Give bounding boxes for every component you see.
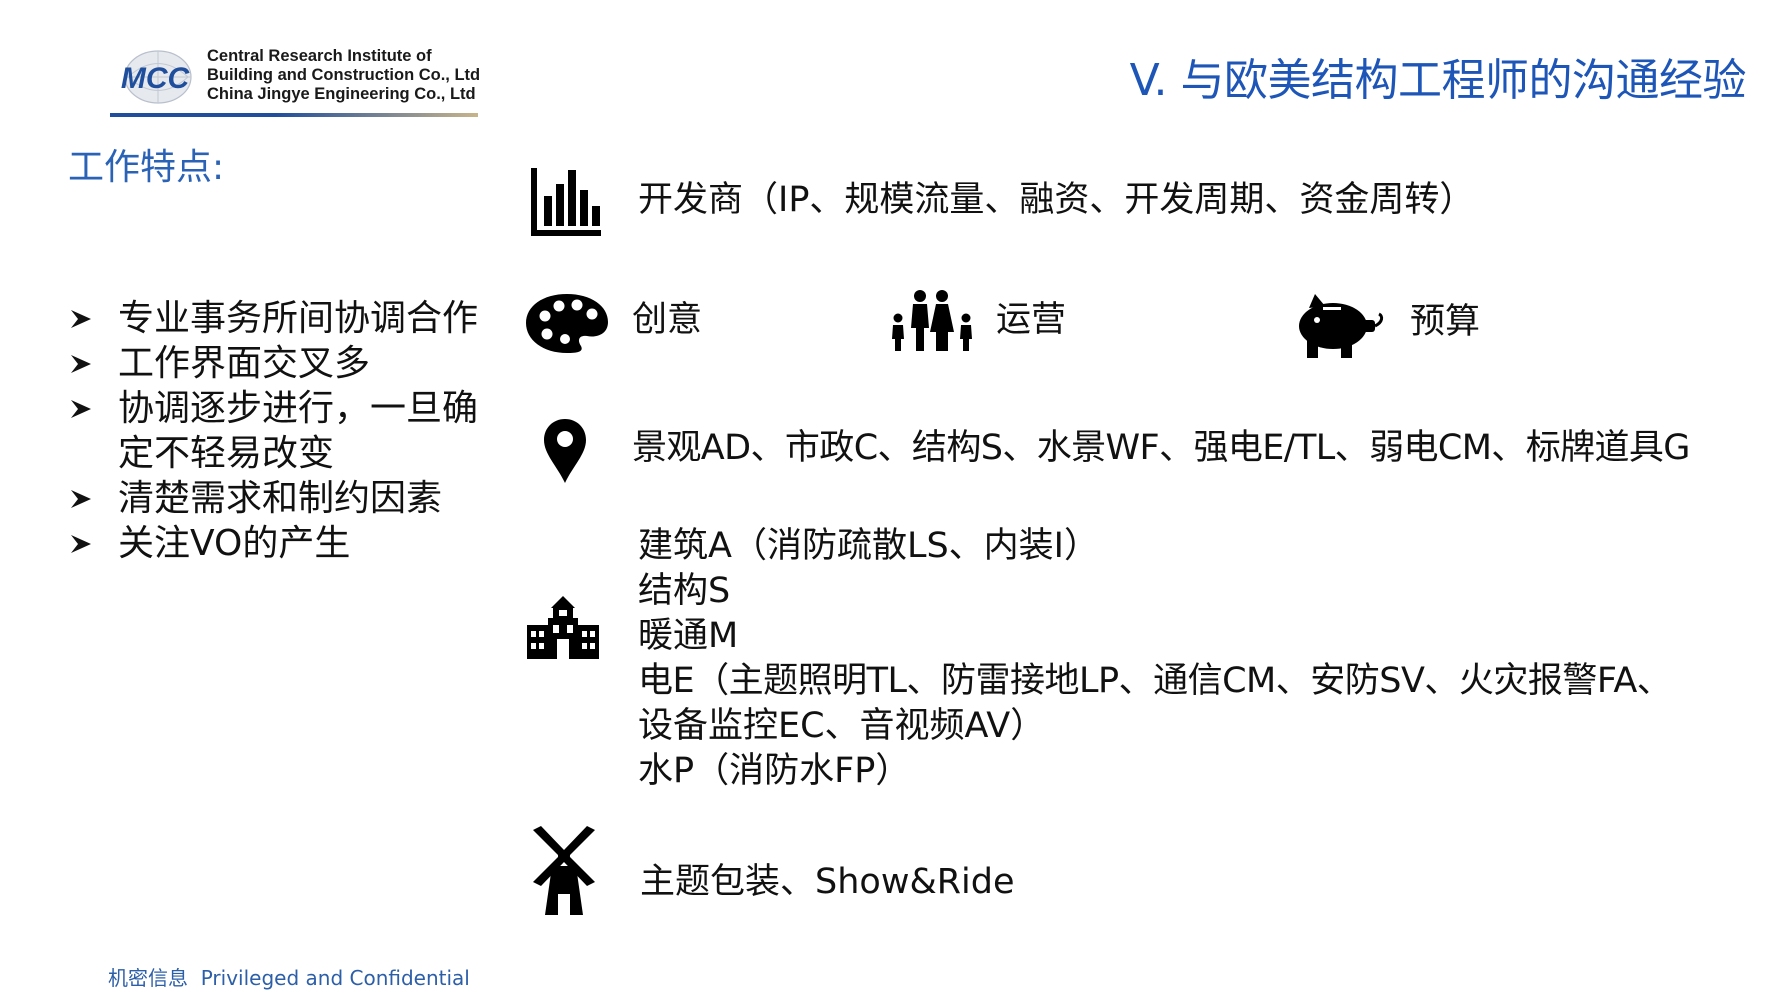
family-icon (892, 290, 972, 351)
factor-label-creative: 创意 (632, 300, 703, 340)
logo-line-3: China Jingye Engineering Co., Ltd (207, 85, 476, 103)
building-line: 暖通M (638, 616, 739, 656)
bullet-text: 工作界面交叉多 (118, 343, 371, 384)
confidential-footer: 机密信息 Privileged and Confidential (108, 962, 470, 991)
factor-label-operation: 运营 (996, 300, 1067, 340)
footer-en: Privileged and Confidential (200, 966, 470, 990)
bullet-list: 专业事务所间协调合作 工作界面交叉多 协调逐步进行，一旦确定不轻易改变 清楚需求… (68, 296, 488, 566)
palette-icon (526, 294, 608, 353)
logo-line-1: Central Research Institute of (207, 47, 432, 65)
piggy-bank-icon (1299, 294, 1384, 358)
bullet-item: 协调逐步进行，一旦确定不轻易改变 (68, 386, 488, 476)
bullet-text: 协调逐步进行，一旦确定不轻易改变 (118, 388, 479, 474)
bar-chart-icon (531, 168, 601, 236)
building-line: 结构S (638, 571, 731, 611)
header-divider (110, 113, 478, 117)
mcc-logo-icon: MCC (121, 50, 192, 104)
bullet-item: 工作界面交叉多 (68, 341, 488, 386)
arrow-bullet-icon (71, 355, 91, 373)
windmill-icon (533, 826, 595, 915)
logo-text: Central Research Institute of Building a… (207, 47, 480, 104)
slide-title: V. 与欧美结构工程师的沟通经验 (1129, 55, 1747, 106)
bullet-item: 专业事务所间协调合作 (68, 296, 488, 341)
location-pin-icon (544, 419, 586, 483)
arrow-bullet-icon (71, 310, 91, 328)
bullet-item: 清楚需求和制约因素 (68, 476, 488, 521)
bullet-item: 关注VO的产生 (68, 521, 488, 566)
arrow-bullet-icon (71, 535, 91, 553)
building-line: 设备监控EC、音视频AV） (638, 706, 1046, 746)
logo-line-2: Building and Construction Co., Ltd (207, 66, 481, 84)
footer-zh: 机密信息 (108, 966, 188, 990)
landscape-text: 景观AD、市政C、结构S、水景WF、强电E/TL、弱电CM、标牌道具G (632, 428, 1690, 468)
logo-mark-text: MCC (121, 62, 191, 95)
bullet-text: 清楚需求和制约因素 (118, 478, 443, 519)
school-building-icon (527, 596, 599, 659)
developer-text: 开发商（IP、规模流量、融资、开发周期、资金周转） (638, 180, 1475, 220)
building-line: 水P（消防水FP） (638, 751, 911, 791)
arrow-bullet-icon (71, 490, 91, 508)
section-heading: 工作特点: (68, 147, 225, 188)
bullet-text: 关注VO的产生 (118, 523, 351, 564)
theme-text: 主题包装、Show&Ride (640, 862, 1015, 902)
arrow-bullet-icon (71, 400, 91, 418)
building-disciplines: 建筑A（消防疏散LS、内装I） 结构S 暖通M 电E（主题照明TL、防雷接地LP… (638, 524, 1672, 794)
factor-label-budget: 预算 (1410, 302, 1481, 342)
building-line: 电E（主题照明TL、防雷接地LP、通信CM、安防SV、火灾报警FA、 (638, 661, 1672, 701)
bullet-text: 专业事务所间协调合作 (118, 298, 479, 339)
building-line: 建筑A（消防疏散LS、内装I） (638, 526, 1099, 566)
